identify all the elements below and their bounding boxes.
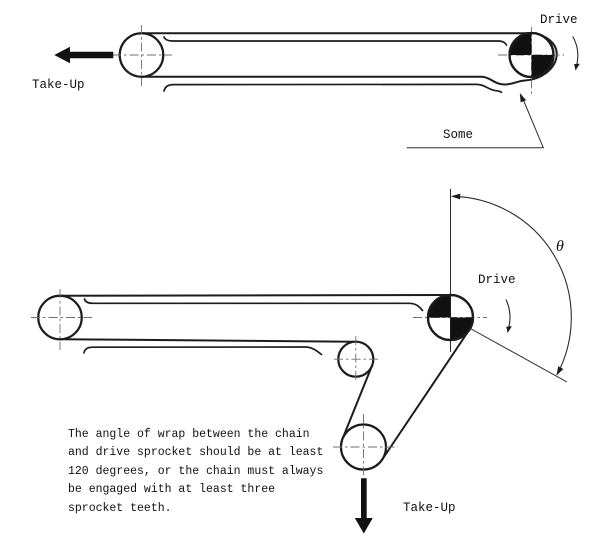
diagram-top-horizontal-drive: Drive Take-Up Some (32, 13, 580, 149)
drive-sprocket-rim (426, 293, 475, 342)
chain-inner-line (163, 83, 503, 94)
take-up-arrow-icon (354, 478, 373, 534)
drive-sprocket-quadrant-nw (509, 33, 532, 55)
diagram-bottom-wrap-angle: Drive θ Take-Up (31, 189, 572, 534)
wrap-angle-arc (452, 195, 572, 376)
slack-leader-line (406, 95, 545, 149)
chain-inner-line (83, 346, 323, 356)
note-text: The angle of wrap between the chain and … (68, 426, 348, 518)
drive-label: Drive (478, 273, 516, 287)
rotation-arrow-icon (505, 299, 511, 329)
slack-leader-arrowhead-icon (519, 93, 527, 103)
note-line: sprocket teeth. (68, 501, 172, 515)
note-line: be engaged with at least three (68, 483, 276, 497)
drive-label: Drive (540, 13, 578, 27)
drive-sprocket-quadrant-nw (428, 295, 451, 318)
rotation-arrow-icon (572, 36, 579, 67)
take-up-label: Take-Up (403, 501, 456, 515)
chain-inner-line (83, 298, 424, 312)
drive-sprocket-rim (508, 31, 555, 79)
drive-sprocket-quadrant-se (450, 317, 473, 340)
drive-sprocket-quadrant-se (531, 55, 554, 77)
rotation-arrowhead-icon (506, 326, 512, 333)
rotation-arrowhead-icon (574, 63, 580, 71)
note-line: and drive sprocket should be at least (68, 446, 324, 460)
chain-inner-line (163, 36, 508, 46)
slack-label: Some (443, 128, 473, 142)
take-up-label: Take-Up (32, 78, 85, 92)
wrap-angle-label: θ (556, 238, 564, 255)
wrap-angle-arrowhead-icon (556, 366, 564, 376)
note-line: The angle of wrap between the chain (68, 428, 310, 441)
take-up-arrow-icon (54, 46, 114, 64)
note-line: 120 degrees, or the chain must always (68, 464, 324, 478)
wrap-angle-arrowhead-icon (451, 193, 461, 200)
